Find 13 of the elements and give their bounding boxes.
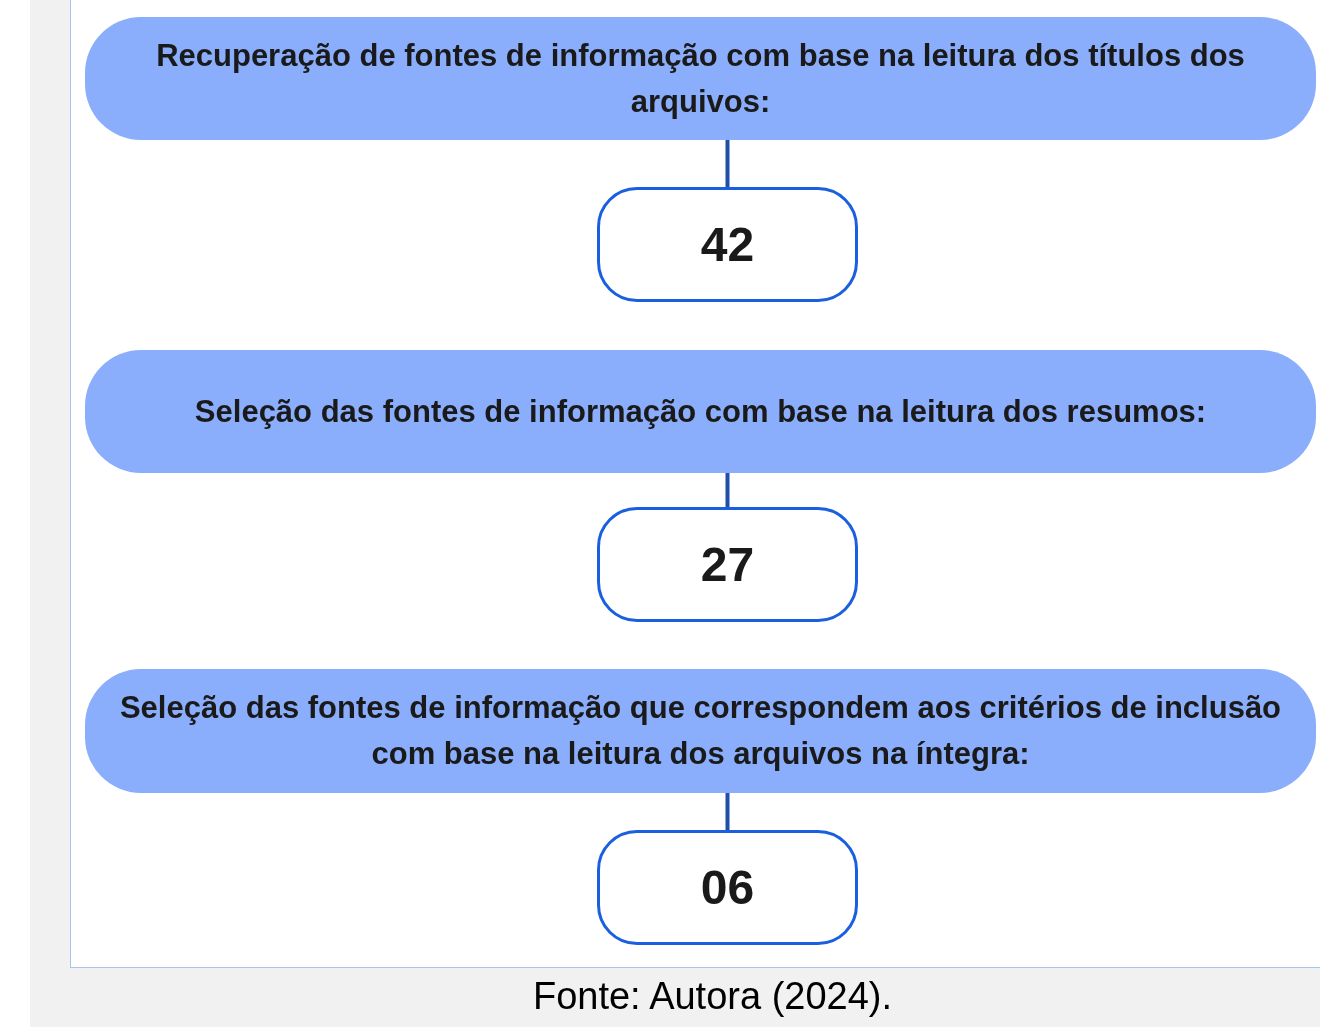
caption: Fonte: Autora (2024). (532, 975, 893, 1017)
connector-line (725, 793, 730, 830)
step-text: Seleção das fontes de informação com base na leitura dos resumos: (194, 392, 1207, 431)
count-value: 42 (700, 217, 755, 272)
count-box (597, 830, 858, 945)
step-text: Recuperação de fontes de informação com base na leitura dos títulos dos arquivos: (155, 36, 1246, 121)
count-box (597, 187, 858, 302)
connector-line (725, 473, 730, 507)
count-box (597, 507, 858, 622)
step-text: Seleção das fontes de informação que correspondem aos critérios de inclusão com base na leitura dos arquivos na íntegra: (118, 689, 1283, 773)
count-value: 27 (700, 537, 755, 592)
connector-line (725, 140, 730, 187)
count-value: 06 (700, 860, 755, 915)
